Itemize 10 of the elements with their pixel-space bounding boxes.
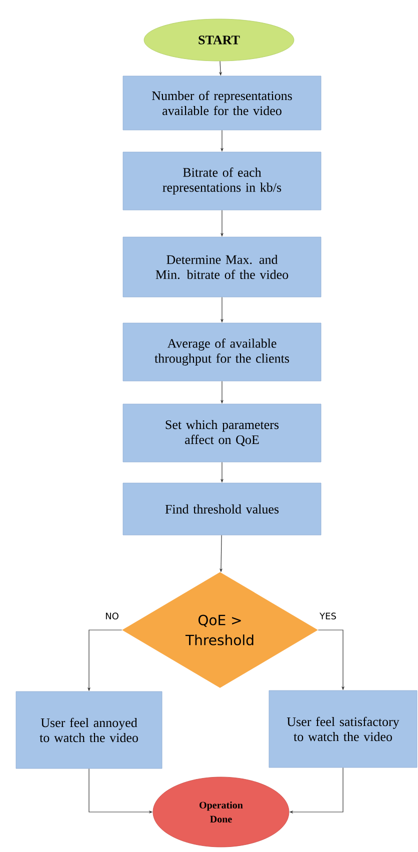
process-box: Find threshold values xyxy=(122,482,322,536)
process-box: User feel satisfactory to watch the video xyxy=(268,690,418,768)
process-box: Average of available throughput for the clients xyxy=(122,322,322,382)
edge-label: NO xyxy=(104,612,120,620)
process-box: User feel annoyed to watch the video xyxy=(16,691,162,769)
process-box: Set which parameters affect on QoE xyxy=(122,404,322,462)
process-box: Number of representations available for the video xyxy=(122,76,322,130)
edge-label: YES xyxy=(318,612,338,620)
process-box: Bitrate of each representations in kb/s xyxy=(122,152,322,210)
process-box: Determine Max. and Min. bitrate of the video xyxy=(122,236,322,298)
